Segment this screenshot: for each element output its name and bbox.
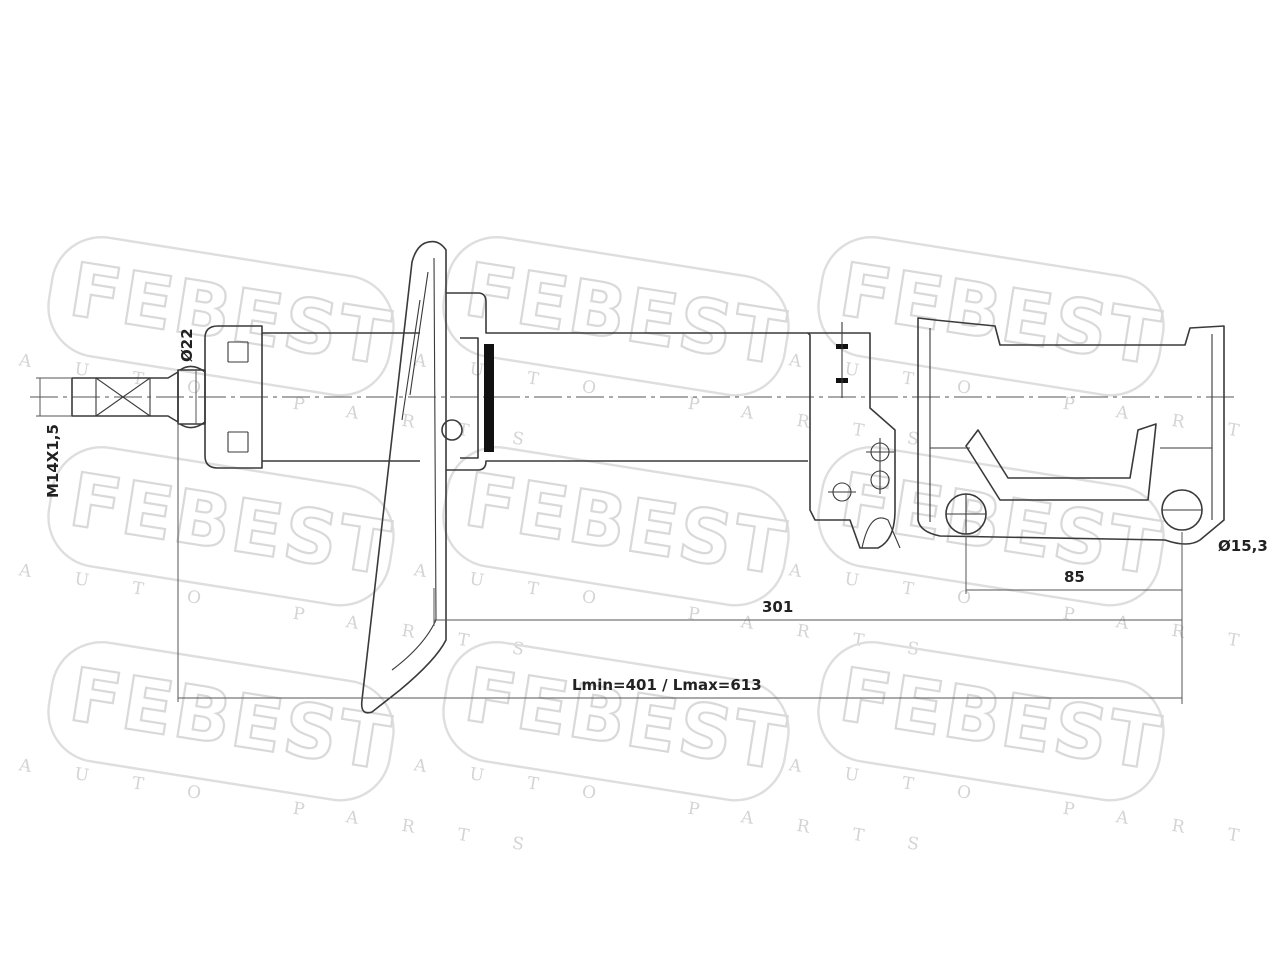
watermark-brand: FEBEST	[459, 457, 792, 593]
hole-spacing-label: 85	[1064, 568, 1085, 586]
bump-stop-ring	[484, 344, 494, 452]
dimension-length-range: Lmin=401 / Lmax=613	[177, 424, 1183, 704]
dimension-hole-spacing: 85	[965, 532, 1183, 594]
upper-tube	[262, 332, 420, 462]
top-mount-cap	[204, 325, 263, 469]
knuckle-bracket	[807, 322, 901, 549]
rod-diameter-label: Ø22	[178, 328, 196, 362]
watermark-brand: FEBEST	[834, 652, 1167, 788]
dimension-mount-length: 301	[433, 588, 1183, 626]
eye-diameter-label: Ø15,3	[1218, 537, 1268, 555]
dimension-thread: M14X1,5	[36, 377, 72, 498]
watermark-brand: FEBEST	[64, 652, 397, 788]
dimension-rod-diameter: Ø22	[178, 328, 197, 424]
watermark-brand: FEBEST	[459, 652, 792, 788]
mount-length-label: 301	[762, 598, 793, 616]
thread-size-label: M14X1,5	[44, 424, 62, 498]
watermark-brand: FEBEST	[459, 247, 792, 383]
watermark-brand: FEBEST	[834, 247, 1167, 383]
watermark-layer: FEBEST AUTO PARTS FEBEST AUTO PARTS FEBE…	[17, 236, 1280, 862]
watermark-brand: FEBEST	[64, 457, 397, 593]
seat-collar	[441, 292, 808, 471]
length-range-label: Lmin=401 / Lmax=613	[572, 676, 762, 694]
mounting-bracket	[917, 317, 1225, 545]
